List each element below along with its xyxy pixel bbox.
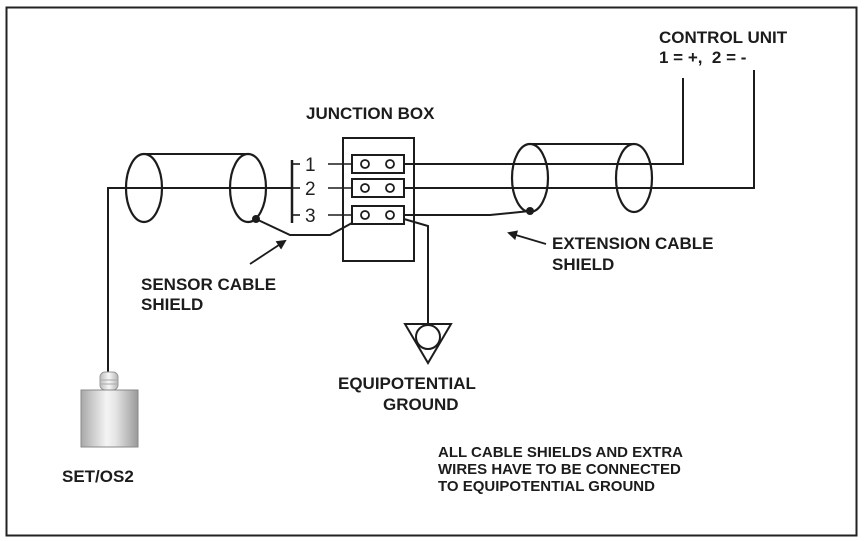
junction-box [342, 137, 415, 262]
ground-label-line2: GROUND [383, 395, 459, 414]
terminal-2 [351, 178, 405, 198]
equipotential-ground-icon [403, 323, 453, 365]
note-line2: WIRES HAVE TO BE CONNECTED [438, 461, 681, 478]
control-unit-title: CONTROL UNIT [659, 28, 788, 47]
ground-label-line1: EQUIPOTENTIAL [338, 374, 476, 393]
control-unit-polarity: 1 = +, 2 = - [659, 48, 746, 67]
terminal-number-2: 2 [305, 179, 316, 200]
wire-2-negative [404, 70, 755, 189]
extension-shield-label-line1: EXTENSION CABLE [552, 234, 714, 253]
note-line3: TO EQUIPOTENTIAL GROUND [438, 478, 655, 495]
sensor-shield-drain [255, 218, 353, 236]
sensor-set-os2-icon [80, 371, 139, 448]
sensor-shield-arrow [249, 239, 287, 265]
terminal-number-3: 3 [305, 206, 316, 227]
sensor-shield-label-line1: SENSOR CABLE [141, 275, 276, 294]
terminal-number-1: 1 [305, 155, 316, 176]
sensor-label: SET/OS2 [62, 467, 134, 486]
extension-shield-label-line2: SHIELD [552, 255, 614, 274]
sensor-shield-junction [252, 215, 260, 223]
ground-wire [403, 218, 429, 324]
sensor-shield-label-line2: SHIELD [141, 295, 203, 314]
extension-shield-arrow [507, 230, 547, 245]
sensor-wire [107, 187, 292, 372]
terminal-1 [351, 154, 405, 174]
extension-shield-drain [404, 210, 531, 216]
diagram-frame [5, 6, 858, 537]
junction-box-title: JUNCTION BOX [306, 104, 435, 123]
note-line1: ALL CABLE SHIELDS AND EXTRA [438, 444, 683, 461]
terminal-3 [351, 205, 405, 225]
wire-1-positive [404, 78, 684, 165]
